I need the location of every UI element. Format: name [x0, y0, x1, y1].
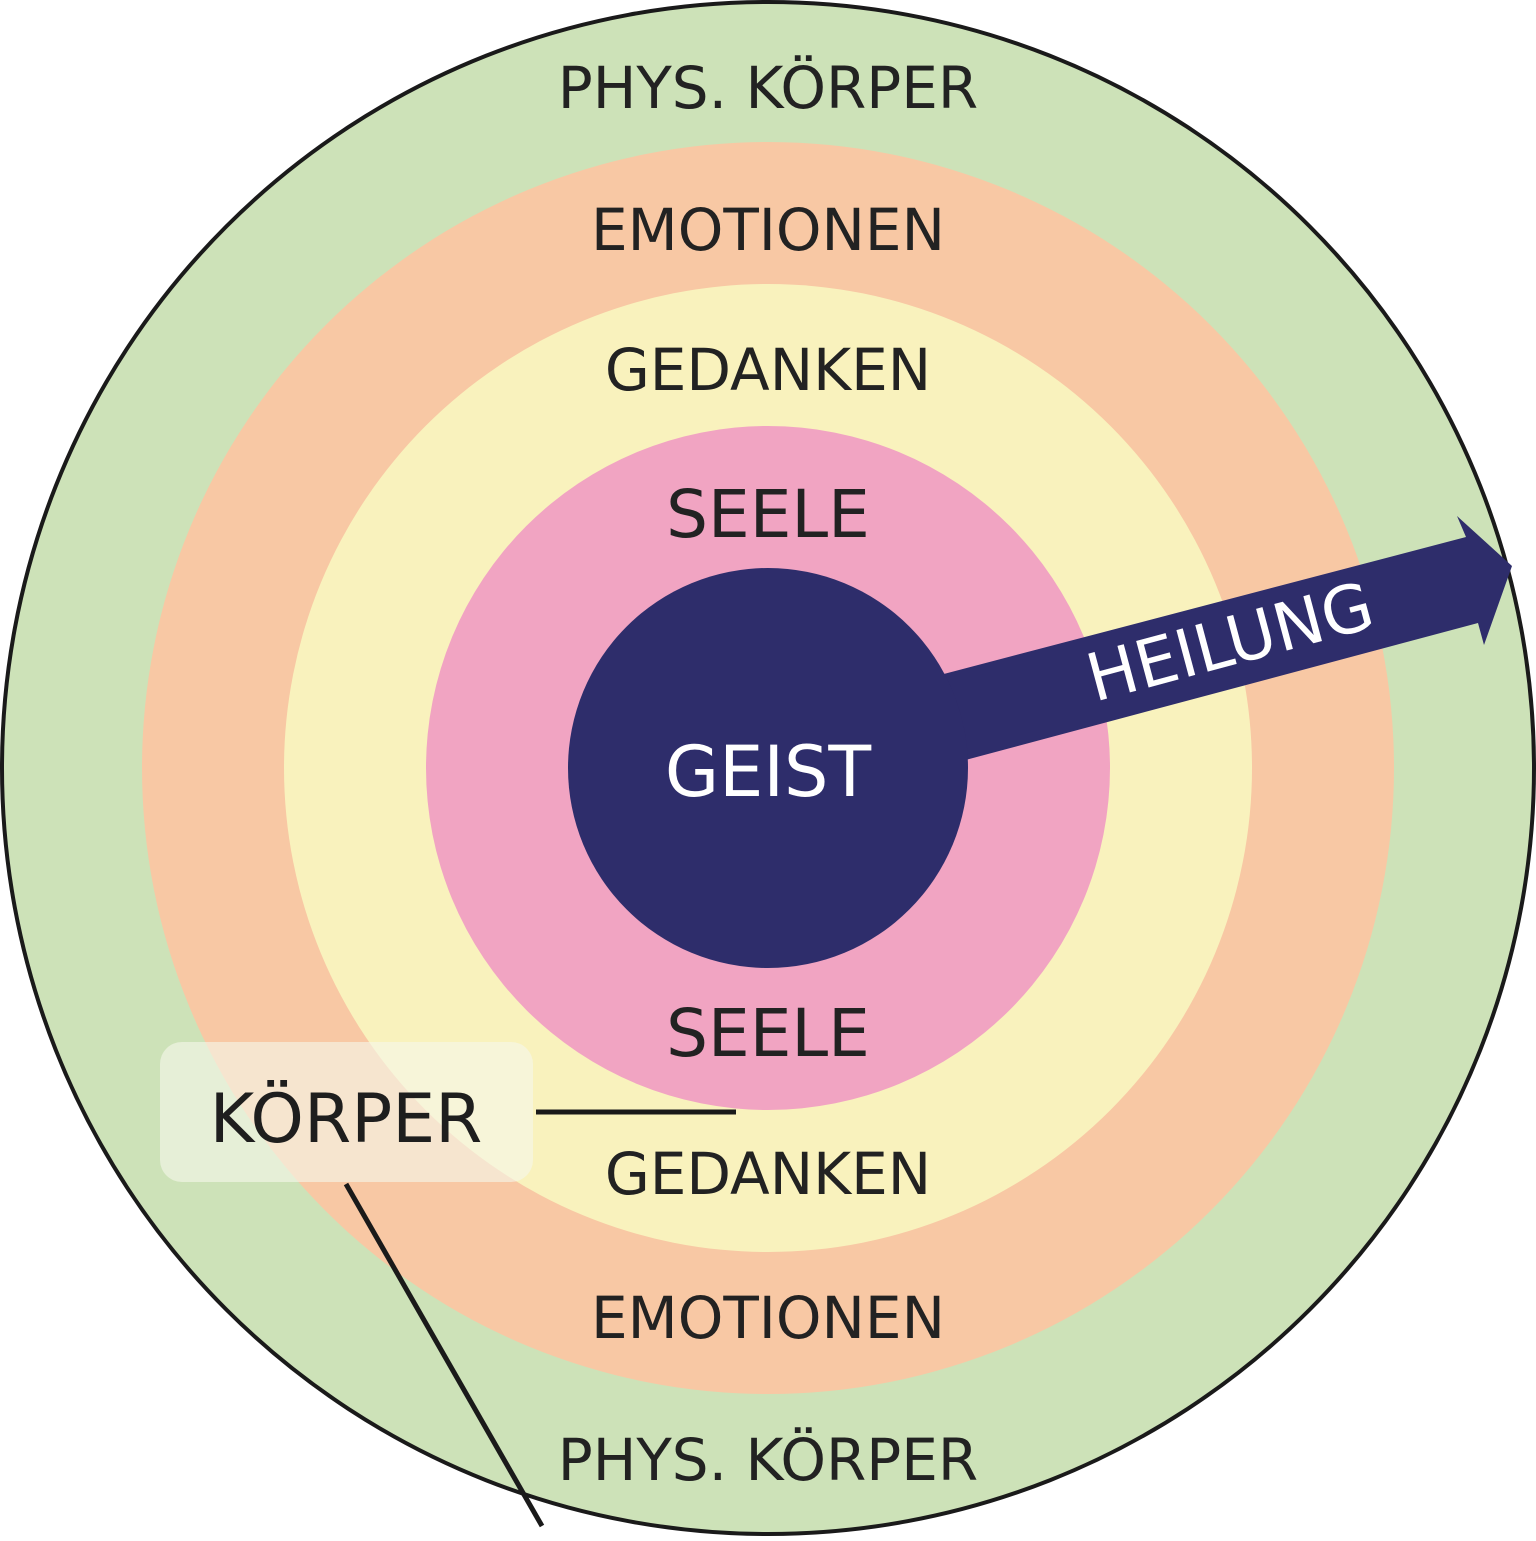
label-emotions-top: EMOTIONEN [591, 196, 945, 264]
callout-box [160, 1042, 533, 1182]
label-body-callout: KÖRPER [210, 1080, 483, 1159]
callout-connector-diagonal [343, 1182, 545, 1528]
healing-arrow [940, 516, 1512, 762]
label-physical-bottom: PHYS. KÖRPER [558, 1426, 978, 1494]
core-spirit [568, 568, 968, 968]
label-physical-top: PHYS. KÖRPER [558, 54, 978, 122]
label-soul-bottom: SEELE [666, 995, 870, 1072]
label-thoughts-top: GEDANKEN [605, 336, 931, 404]
label-soul-top: SEELE [666, 476, 870, 553]
label-emotions-bottom: EMOTIONEN [591, 1284, 945, 1352]
label-thoughts-bottom: GEDANKEN [605, 1140, 931, 1208]
label-spirit: GEIST [665, 731, 872, 813]
